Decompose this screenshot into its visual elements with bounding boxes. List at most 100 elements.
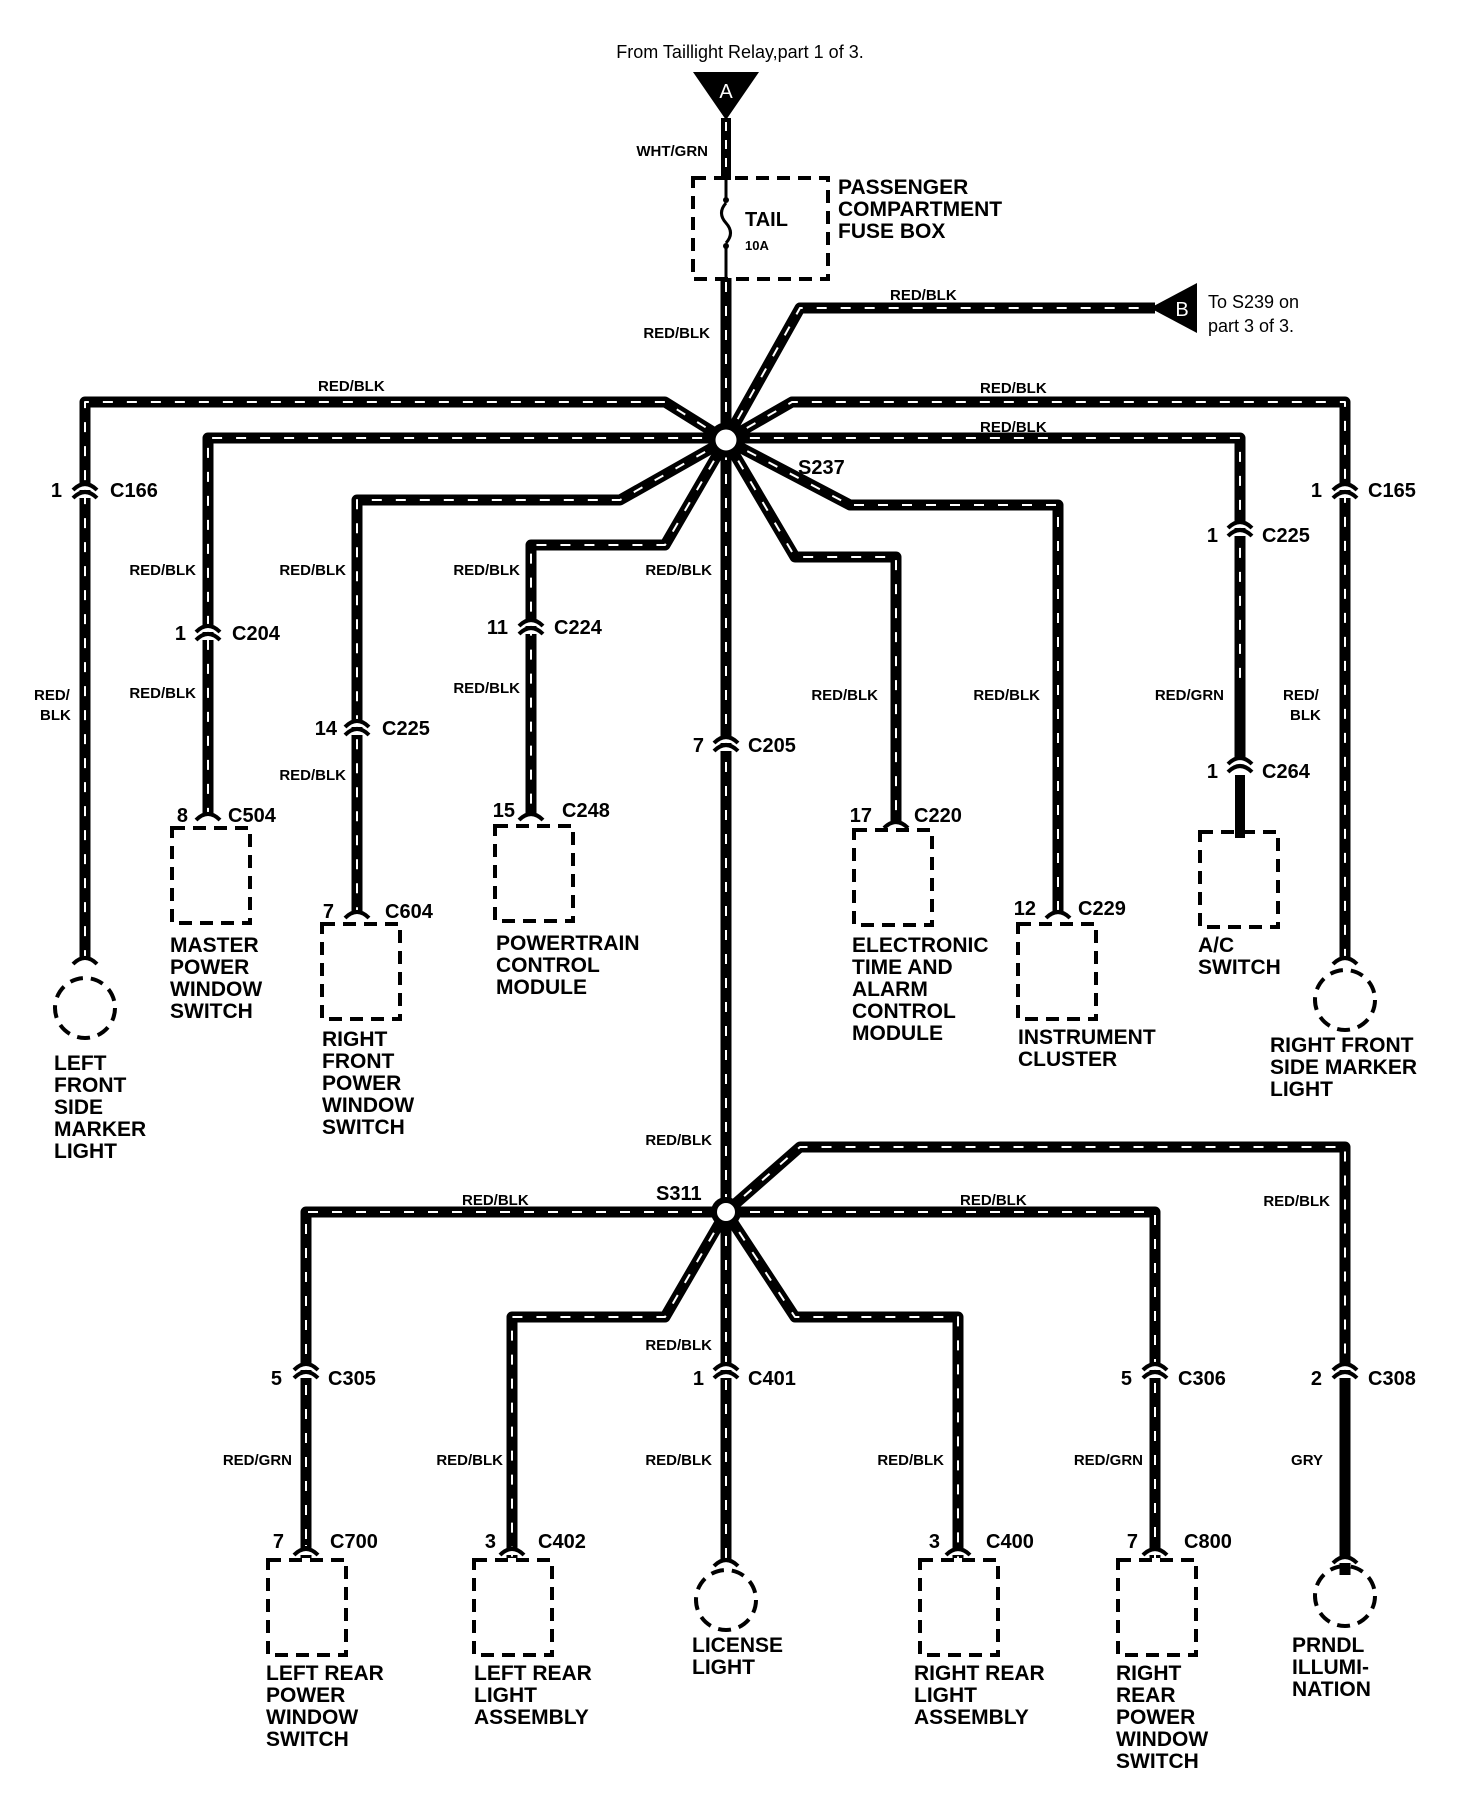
svg-text:C800: C800 [1184, 1531, 1232, 1553]
svg-text:ASSEMBLY: ASSEMBLY [474, 1706, 589, 1729]
svg-text:SIDE MARKER: SIDE MARKER [1270, 1056, 1417, 1079]
license-light [694, 1558, 758, 1632]
svg-text:C165: C165 [1368, 480, 1416, 502]
to-s239-text-1: To S239 on [1208, 292, 1299, 312]
svg-text:MASTER: MASTER [170, 934, 259, 957]
svg-text:B: B [1175, 299, 1188, 321]
svg-text:RED/BLK: RED/BLK [279, 767, 346, 784]
svg-text:WINDOW: WINDOW [266, 1706, 358, 1729]
svg-text:RIGHT: RIGHT [322, 1028, 388, 1051]
powertrain-control-module [493, 824, 575, 923]
rrpws-label: RIGHT REAR POWER WINDOW SWITCH [1116, 1662, 1208, 1773]
svg-text:RED/BLK: RED/BLK [877, 1452, 944, 1469]
svg-text:C225: C225 [382, 718, 430, 740]
svg-text:C402: C402 [538, 1531, 586, 1553]
svg-text:1: 1 [1311, 480, 1322, 502]
svg-text:ILLUMI-: ILLUMI- [1292, 1656, 1369, 1679]
svg-text:RED/BLK: RED/BLK [318, 378, 385, 395]
svg-text:7: 7 [1127, 1531, 1138, 1553]
svg-text:POWERTRAIN: POWERTRAIN [496, 932, 640, 955]
svg-text:C308: C308 [1368, 1368, 1416, 1390]
svg-text:INSTRUMENT: INSTRUMENT [1018, 1026, 1156, 1049]
svg-text:RED/GRN: RED/GRN [1074, 1452, 1143, 1469]
svg-text:PRNDL: PRNDL [1292, 1634, 1365, 1657]
svg-text:C166: C166 [110, 480, 158, 502]
svg-text:RED/BLK: RED/BLK [129, 562, 196, 579]
svg-text:5: 5 [1121, 1368, 1132, 1390]
svg-text:TIME AND: TIME AND [852, 956, 953, 979]
svg-text:1: 1 [693, 1368, 704, 1390]
svg-text:LIGHT: LIGHT [1270, 1078, 1333, 1101]
svg-text:7: 7 [323, 901, 334, 923]
svg-text:POWER: POWER [322, 1072, 401, 1095]
svg-text:FRONT: FRONT [322, 1050, 394, 1073]
svg-text:RED/BLK: RED/BLK [645, 1132, 712, 1149]
svg-text:REAR: REAR [1116, 1684, 1176, 1707]
connector-c224: 11 C224 [487, 617, 603, 639]
svg-text:RED/BLK: RED/BLK [811, 687, 878, 704]
fusebox-label-3: FUSE BOX [838, 220, 945, 243]
ac-label: A/C SWITCH [1198, 934, 1281, 979]
etacm-label: ELECTRONIC TIME AND ALARM CONTROL MODULE [852, 934, 989, 1045]
svg-text:11: 11 [487, 617, 508, 639]
prndl-illumination-light [1313, 1555, 1377, 1628]
svg-text:WINDOW: WINDOW [170, 978, 262, 1001]
svg-text:NATION: NATION [1292, 1678, 1371, 1701]
svg-text:C225: C225 [1262, 525, 1310, 547]
svg-text:RIGHT: RIGHT [1116, 1662, 1182, 1685]
inline-connectors: 1 C166 1 C204 14 C225 11 C224 7 C205 [51, 480, 1416, 1390]
left-rear-power-window-switch [266, 1558, 348, 1657]
to-s239-text-2: part 3 of 3. [1208, 316, 1294, 336]
svg-text:7: 7 [693, 735, 704, 757]
fuse-rating: 10A [745, 238, 769, 253]
svg-text:RED/BLK: RED/BLK [453, 680, 520, 697]
svg-text:A/C: A/C [1198, 934, 1234, 957]
svg-text:WINDOW: WINDOW [322, 1094, 414, 1117]
connector-c225-left: 14 C225 [315, 718, 430, 740]
fusebox-label-1: PASSENGER [838, 176, 968, 199]
upper-wire-harness [79, 278, 1351, 1212]
svg-text:CONTROL: CONTROL [852, 1000, 956, 1023]
svg-text:RED/BLK: RED/BLK [960, 1192, 1027, 1209]
svg-text:RED/BLK: RED/BLK [980, 380, 1047, 397]
svg-text:8: 8 [177, 805, 188, 827]
splice-s237 [708, 422, 744, 458]
svg-text:RED/BLK: RED/BLK [980, 419, 1047, 436]
svg-text:RED/BLK: RED/BLK [462, 1192, 529, 1209]
svg-text:C224: C224 [554, 617, 603, 639]
connector-c166: 1 C166 [51, 480, 158, 502]
ic-label: INSTRUMENT CLUSTER [1018, 1026, 1156, 1071]
rfpws-label: RIGHT FRONT POWER WINDOW SWITCH [322, 1028, 414, 1139]
connector-c225-right: 1 C225 [1207, 520, 1310, 547]
electronic-time-alarm-control-module [852, 828, 934, 927]
svg-text:LEFT REAR: LEFT REAR [266, 1662, 384, 1685]
svg-text:RED/BLK: RED/BLK [643, 325, 710, 342]
connector-c306: 5 C306 [1121, 1362, 1226, 1390]
svg-text:2: 2 [1311, 1368, 1322, 1390]
right-front-side-marker-light [1313, 956, 1377, 1032]
rfsm-label: RIGHT FRONT SIDE MARKER LIGHT [1270, 1034, 1417, 1101]
svg-text:C306: C306 [1178, 1368, 1226, 1390]
connector-c165: 1 C165 [1311, 480, 1416, 502]
svg-text:RED/: RED/ [34, 687, 71, 704]
svg-text:1: 1 [1207, 525, 1218, 547]
svg-text:5: 5 [271, 1368, 282, 1390]
svg-text:LIGHT: LIGHT [914, 1684, 977, 1707]
connector-c264: 1 C264 [1207, 756, 1311, 783]
svg-text:C248: C248 [562, 800, 610, 822]
right-rear-light-assembly [918, 1558, 1000, 1657]
svg-text:FRONT: FRONT [54, 1074, 126, 1097]
ac-switch [1198, 830, 1280, 929]
svg-text:RED/BLK: RED/BLK [279, 562, 346, 579]
lic-label: LICENSE LIGHT [692, 1634, 783, 1679]
svg-text:RED/BLK: RED/BLK [645, 562, 712, 579]
svg-text:C400: C400 [986, 1531, 1034, 1553]
connector-c401: 1 C401 [693, 1362, 796, 1390]
component-end-connectors: 8 C504 7 C604 15 C248 17 C220 12 C229 7 … [177, 800, 1232, 1557]
pcm-label: POWERTRAIN CONTROL MODULE [496, 932, 640, 999]
svg-text:LIGHT: LIGHT [54, 1140, 117, 1163]
svg-text:LEFT: LEFT [54, 1052, 107, 1075]
rrla-label: RIGHT REAR LIGHT ASSEMBLY [914, 1662, 1045, 1729]
svg-text:CONTROL: CONTROL [496, 954, 600, 977]
